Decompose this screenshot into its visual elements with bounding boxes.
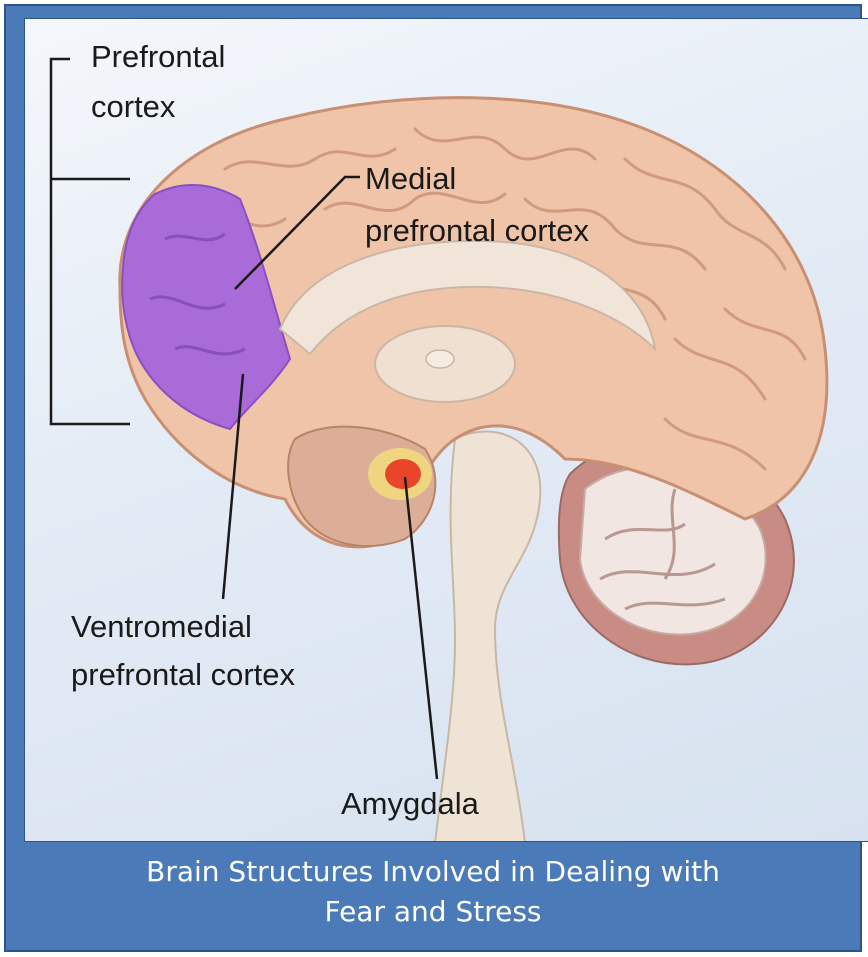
ventromedial-label-line2: prefrontal cortex (71, 655, 295, 695)
prefrontal-label-line2: cortex (91, 87, 175, 127)
medial-label-line2: prefrontal cortex (365, 211, 589, 251)
ventromedial-label-line1: Ventromedial (71, 607, 252, 647)
caption-line2: Fear and Stress (6, 892, 860, 932)
brain-illustration (25, 19, 868, 842)
figure-caption: Brain Structures Involved in Dealing wit… (6, 852, 860, 954)
prefrontal-label-line1: Prefrontal (91, 37, 225, 77)
illustration-panel: Prefrontal cortex Medial prefrontal cort… (24, 18, 868, 842)
figure-frame: Prefrontal cortex Medial prefrontal cort… (4, 4, 862, 952)
amygdala-highlight (368, 448, 432, 500)
amygdala-label: Amygdala (341, 784, 479, 824)
caption-line1: Brain Structures Involved in Dealing wit… (6, 852, 860, 892)
medial-label-line1: Medial (365, 159, 456, 199)
brainstem (435, 432, 540, 843)
